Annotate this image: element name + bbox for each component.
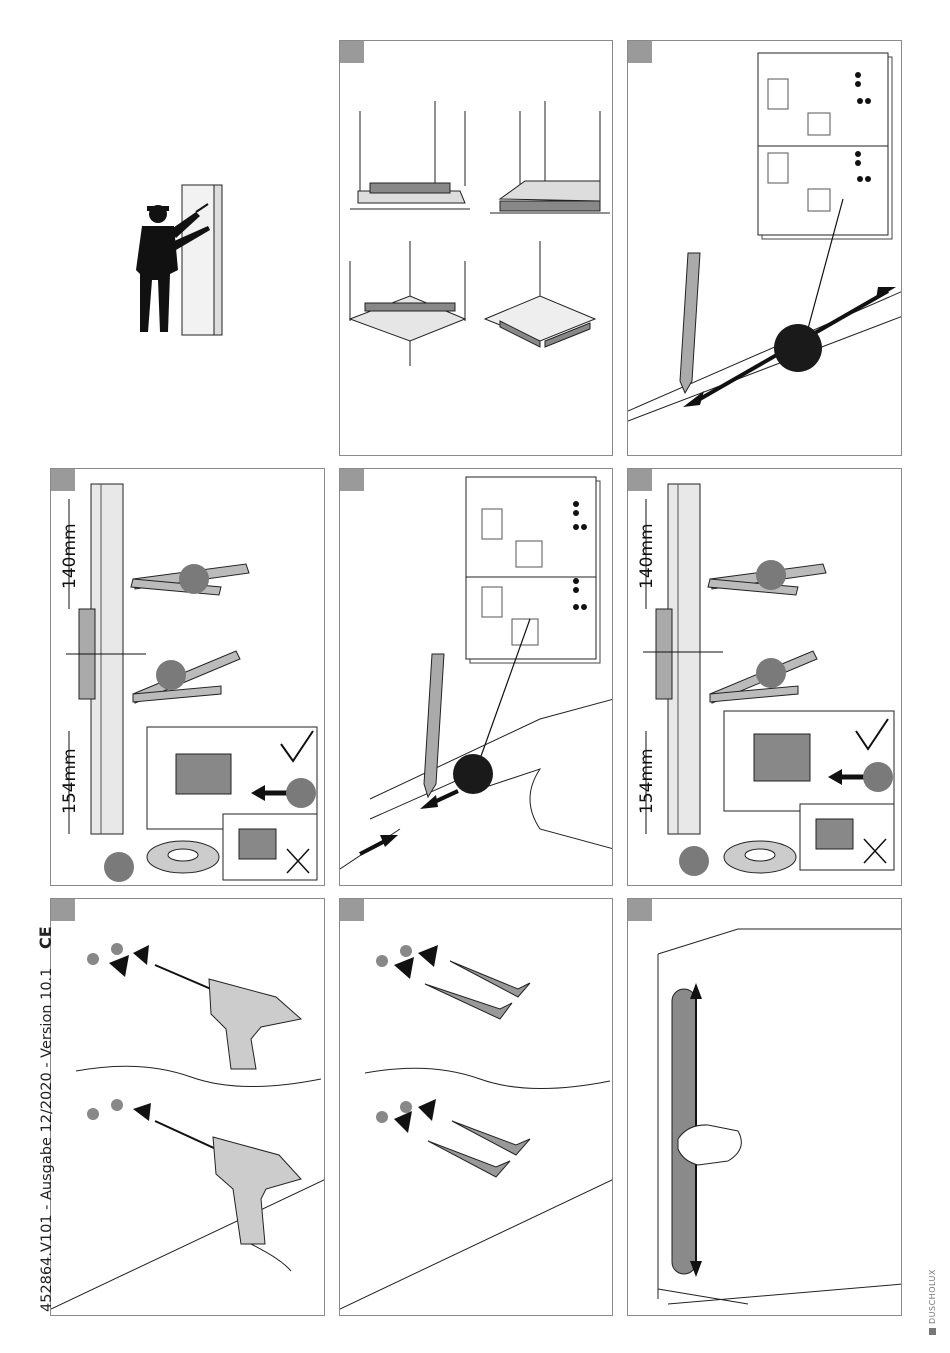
step-panel-mark-position: [627, 40, 902, 456]
wall-plug-icon: [428, 1121, 530, 1177]
hand-icon: [678, 1125, 741, 1165]
step-panel-mark-tray: [339, 468, 613, 886]
brand-logo-icon: [929, 1328, 936, 1335]
wall-profile-icon: [656, 484, 700, 834]
dimension-lower: 154mm: [60, 748, 80, 814]
reference-marker-dark: [453, 754, 493, 794]
spirit-level-icon: [365, 303, 455, 311]
reference-marker-grey: [179, 564, 209, 594]
clamp-lower: [133, 651, 240, 703]
wall-profile-icon: [79, 484, 123, 834]
reference-marker-grey: [104, 852, 134, 882]
spirit-level-icon: [370, 183, 450, 193]
level-on-tray-side: [490, 101, 610, 213]
dimension-upper: 140mm: [637, 523, 657, 589]
reference-sheet: [466, 477, 600, 663]
spirit-level-icon: [500, 201, 600, 211]
detail-correct: [724, 711, 894, 811]
step-panel-profile-right: 140mm 154mm: [627, 468, 902, 886]
dimension-lower: 154mm: [637, 748, 657, 814]
version-line: 452864.V101 - Ausgabe 12/2020 - Version …: [39, 968, 55, 1312]
wall-plug-icon: [425, 961, 530, 1019]
level-on-tray-front: [350, 101, 470, 209]
reference-marker-grey: [156, 660, 186, 690]
detail-wrong: [800, 804, 894, 870]
version-footer: 452864.V101 - Ausgabe 12/2020 - Version …: [36, 912, 55, 1312]
ce-mark: CE: [36, 926, 55, 949]
reference-marker-grey: [679, 846, 709, 876]
step-panel-profile-left: 140mm 154mm: [50, 468, 325, 886]
step-panel-wall-plugs: [339, 898, 613, 1316]
drill-icon: [155, 965, 301, 1069]
worker-illustration: [130, 180, 230, 340]
drill-icon: [155, 1121, 301, 1271]
reference-marker-grey: [756, 560, 786, 590]
brand-footer: DUSCHOLUX: [928, 1269, 937, 1335]
level-on-tray-diagonal-1: [350, 241, 465, 366]
dimension-upper: 140mm: [60, 523, 80, 589]
reference-sheet: [758, 53, 892, 239]
pencil-icon: [424, 654, 444, 797]
pencil-icon: [680, 253, 700, 393]
step-panel-leveling: [339, 40, 613, 456]
brand-name: DUSCHOLUX: [928, 1269, 937, 1324]
level-on-tray-diagonal-2: [485, 241, 595, 347]
step-panel-clean-surface: [627, 898, 902, 1316]
reference-marker-grey: [756, 658, 786, 688]
detail-wrong: [223, 814, 317, 880]
step-panel-drill: [50, 898, 325, 1316]
reference-marker-dark: [774, 324, 822, 372]
